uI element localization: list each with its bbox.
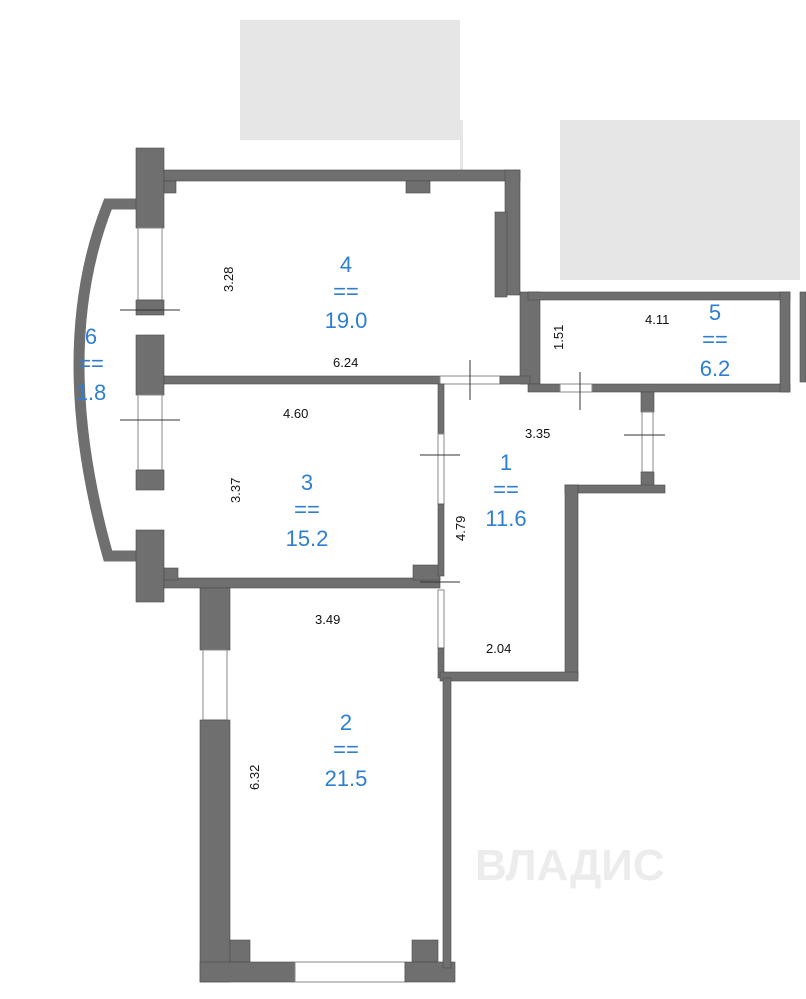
door-markers	[120, 309, 665, 583]
dim-r1-bottom: 2.04	[486, 641, 511, 656]
svg-text:21.5: 21.5	[325, 766, 368, 791]
svg-text:4: 4	[340, 252, 352, 277]
room-label-6: 6 == 1.8	[76, 324, 107, 405]
dim-r1-height: 4.79	[453, 516, 468, 541]
dim-r2-width: 3.49	[315, 612, 340, 627]
watermark: ВЛАДИС	[475, 841, 665, 890]
dim-r3-height: 3.37	[228, 478, 243, 503]
svg-text:1: 1	[500, 450, 512, 475]
faded-background-lines	[240, 20, 800, 280]
svg-text:==: ==	[333, 279, 359, 304]
svg-text:==: ==	[702, 327, 728, 352]
dim-r2-height: 6.32	[247, 765, 262, 790]
svg-text:2: 2	[340, 710, 352, 735]
balcony-wall	[73, 198, 136, 562]
svg-text:==: ==	[294, 497, 320, 522]
dim-r4-width: 6.24	[333, 355, 358, 370]
room-label-2: 2 == 21.5	[325, 710, 368, 791]
svg-text:==: ==	[78, 351, 104, 376]
svg-text:3: 3	[301, 470, 313, 495]
svg-text:==: ==	[493, 477, 519, 502]
walls	[135, 147, 806, 983]
svg-text:15.2: 15.2	[286, 526, 329, 551]
svg-text:1.8: 1.8	[76, 380, 107, 405]
svg-text:==: ==	[333, 737, 359, 762]
room-label-5: 5 == 6.2	[700, 300, 731, 381]
dim-r4-height: 3.28	[221, 267, 236, 292]
room-label-1: 1 == 11.6	[485, 450, 526, 531]
svg-text:5: 5	[709, 300, 721, 325]
room-label-4: 4 == 19.0	[325, 252, 368, 333]
dim-r5-width: 4.11	[645, 312, 669, 327]
svg-text:11.6: 11.6	[485, 506, 526, 531]
svg-text:6: 6	[85, 324, 97, 349]
svg-text:19.0: 19.0	[325, 308, 368, 333]
room-label-3: 3 == 15.2	[286, 470, 329, 551]
svg-text:6.2: 6.2	[700, 356, 731, 381]
dim-r3-width: 4.60	[283, 406, 308, 421]
dim-r1-top: 3.35	[525, 426, 550, 441]
dim-r5-height: 1.51	[551, 325, 566, 350]
